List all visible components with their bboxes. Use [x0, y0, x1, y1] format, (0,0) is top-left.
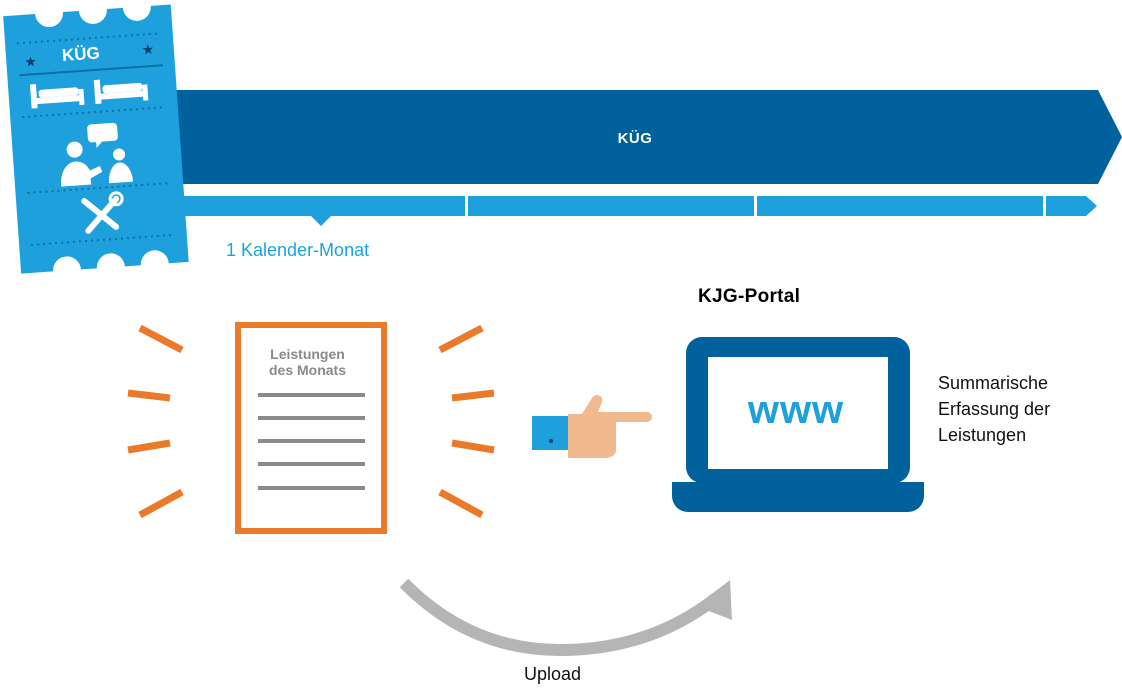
- portal-description-line1: Summarische: [938, 373, 1049, 393]
- laptop-icon: [672, 337, 924, 512]
- kug-banner-arrow: [150, 90, 1122, 184]
- ticket-title: KÜG: [61, 43, 101, 65]
- document-icon: [235, 322, 387, 534]
- pointing-hand-icon: [532, 395, 652, 458]
- svg-text:★: ★: [24, 54, 38, 71]
- timeline-pointer: [311, 216, 331, 226]
- period-label: 1 Kalender-Monat: [226, 240, 370, 260]
- svg-text:★: ★: [141, 42, 155, 59]
- portal-description-line2: Erfassung der: [938, 399, 1051, 419]
- laptop-screen-text: www: [747, 388, 845, 432]
- document-title-line2: des Monats: [268, 362, 346, 378]
- bed-icon: [93, 79, 149, 105]
- consultation-icon: [61, 122, 133, 187]
- timeline-bar: [175, 196, 1097, 226]
- portal-description-line3: Leistungen: [938, 425, 1027, 445]
- curved-arrow-icon: [399, 578, 732, 657]
- document-title-line1: Leistungen: [270, 346, 345, 362]
- portal-description: Summarische Erfassung der Leistungen: [938, 370, 1050, 448]
- document-rays-left: [127, 324, 184, 519]
- portal-title: KJG-Portal: [698, 286, 801, 307]
- ticket-icon: ★ ★: [3, 4, 189, 274]
- banner-title: KÜG: [617, 130, 653, 147]
- document-rays-right: [438, 324, 495, 519]
- bed-icon: [29, 84, 85, 109]
- upload-label: Upload: [524, 664, 582, 684]
- document-title: Leistungen des Monats: [250, 346, 365, 378]
